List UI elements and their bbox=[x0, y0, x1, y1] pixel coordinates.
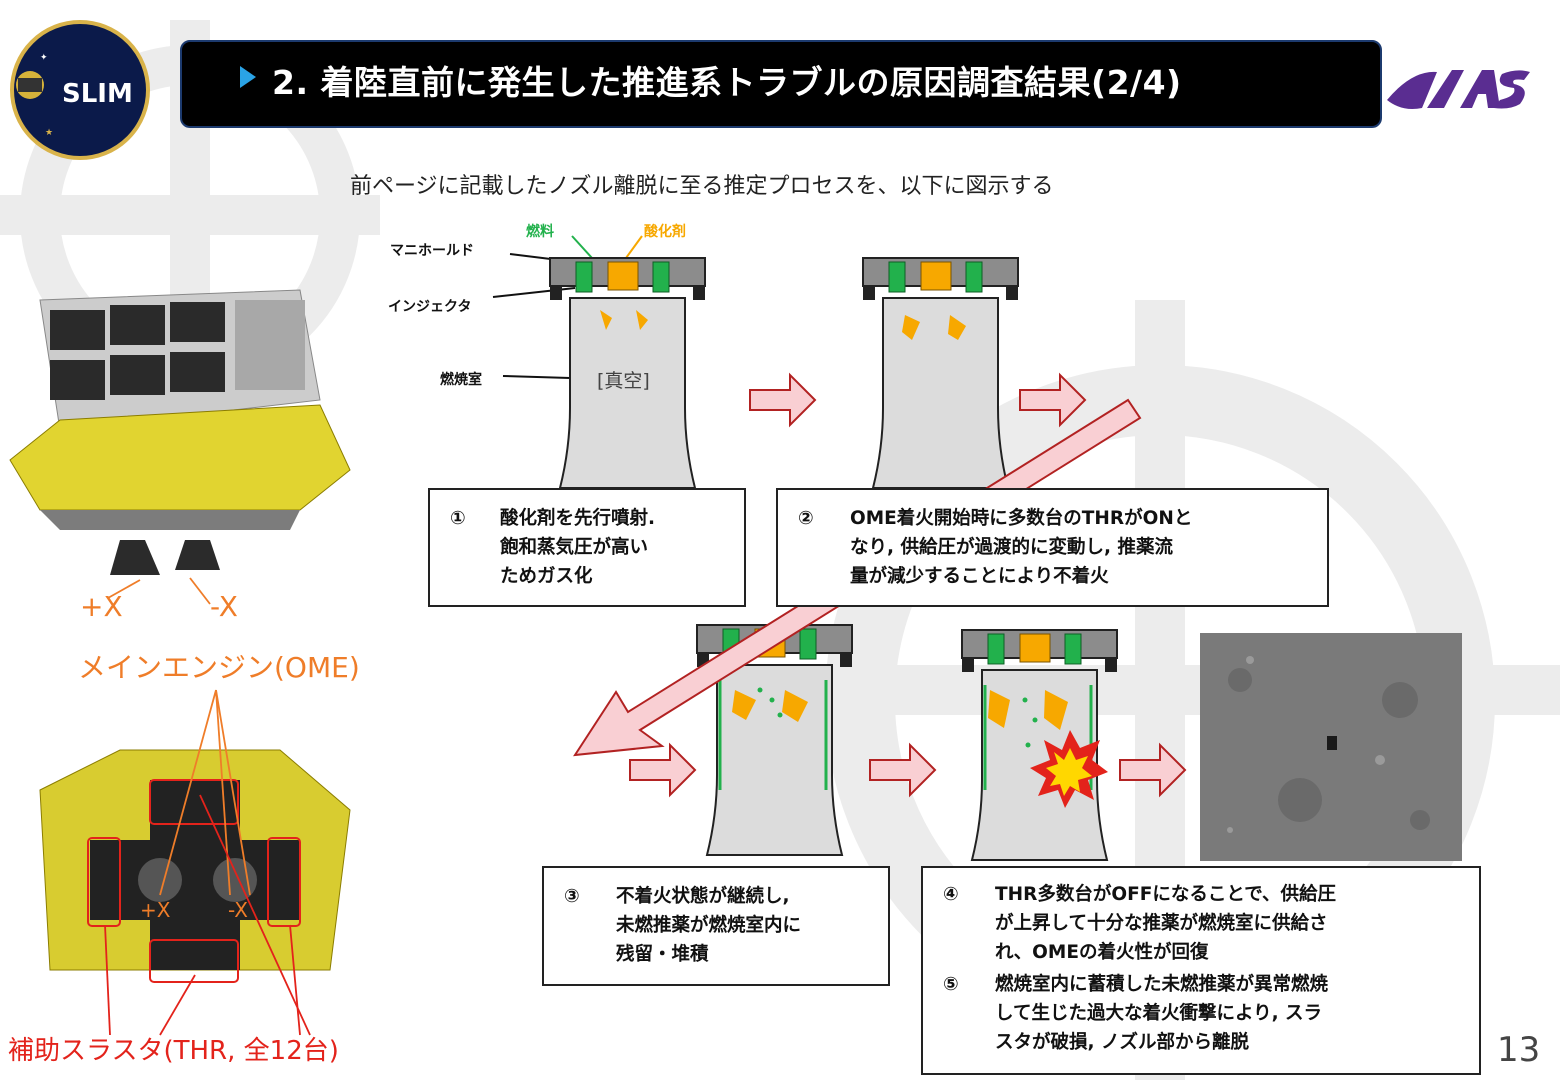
step-1-box: ① 酸化剤を先行噴射. 飽和蒸気圧が高い ためガス化 bbox=[428, 488, 746, 607]
step-3-number: ③ bbox=[564, 882, 580, 911]
step-1-text: 酸化剤を先行噴射. 飽和蒸気圧が高い ためガス化 bbox=[500, 504, 655, 591]
step-1-number: ① bbox=[450, 504, 466, 533]
step-4-5-box: ④ THR多数台がOFFになることで、供給圧 が上昇して十分な推薬が燃焼室に供給… bbox=[921, 866, 1481, 1075]
step-2-box: ② OME着火開始時に多数台のTHRがONと なり, 供給圧が過渡的に変動し, … bbox=[776, 488, 1329, 607]
step-2-number: ② bbox=[798, 504, 814, 533]
step-4-text: THR多数台がOFFになることで、供給圧 が上昇して十分な推薬が燃焼室に供給さ … bbox=[995, 880, 1336, 967]
step-5-number: ⑤ bbox=[943, 970, 959, 999]
step-2-text: OME着火開始時に多数台のTHRがONと なり, 供給圧が過渡的に変動し, 推薬… bbox=[850, 504, 1192, 591]
step-3-box: ③ 不着火状態が継続し, 未燃推薬が燃焼室内に 残留・堆積 bbox=[542, 866, 890, 986]
step-3-text: 不着火状態が継続し, 未燃推薬が燃焼室内に 残留・堆積 bbox=[616, 882, 801, 969]
step-4-number: ④ bbox=[943, 880, 959, 909]
page-number: 13 bbox=[1497, 1030, 1540, 1070]
vacuum-label: [真空] bbox=[597, 366, 650, 393]
step-5-text: 燃焼室内に蓄積した未燃推薬が異常燃焼 して生じた過大な着火衝撃により, スラ ス… bbox=[995, 970, 1328, 1057]
